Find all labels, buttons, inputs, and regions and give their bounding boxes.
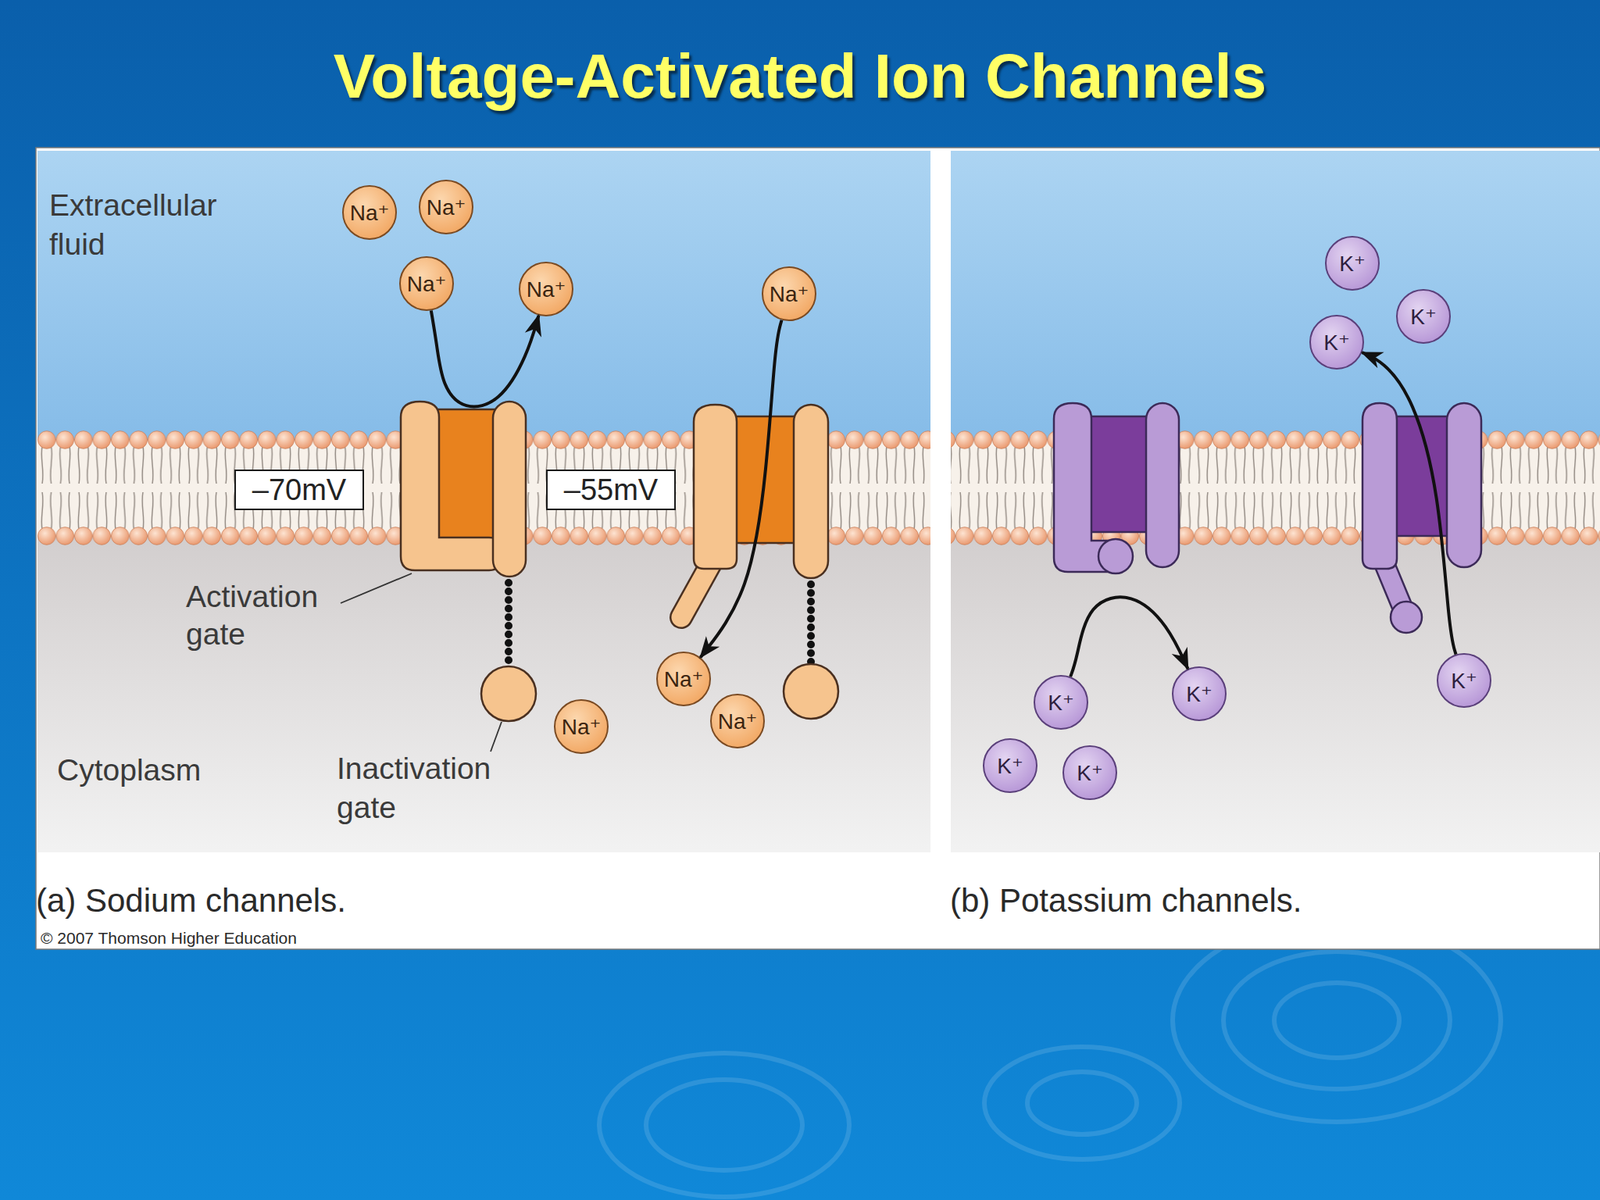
panel-caption: (b) Potassium channels. [950,881,1303,921]
ion-label: Na⁺ [769,281,810,308]
sodium-ion: Na⁺ [342,185,397,240]
potassium-channel-closed [1053,403,1179,574]
ion-label: Na⁺ [350,200,390,226]
region-label: Extracellular fluid [49,185,261,265]
potassium-ion: K⁺ [1396,289,1451,344]
ripple [646,1079,803,1171]
extracellular-region [37,150,931,440]
ion-flow-arrow [700,320,783,658]
inactivation-ball [783,664,839,719]
sodium-ion: Na⁺ [761,266,817,322]
gate-knob [1098,539,1133,574]
sodium-channel-closed [400,401,526,577]
channel-subunit [1446,403,1482,568]
gate-chain [504,582,513,665]
cytoplasm-region [950,535,1600,853]
ion-label: Na⁺ [407,271,447,297]
ion-label: Na⁺ [717,708,758,735]
part-label: Activation gate [185,578,354,654]
ion-label: Na⁺ [561,714,602,740]
gate-chain [807,584,815,663]
voltage-label: –70mV [252,473,347,508]
ion-flow-arrow [1361,352,1456,654]
cytoplasm-region [37,535,931,853]
leader-line [340,573,412,604]
voltage-label: –55mV [564,473,658,508]
ion-label: Na⁺ [526,276,567,303]
ripple [1274,982,1400,1058]
extracellular-region [950,150,1600,440]
ion-label: K⁺ [1185,681,1212,708]
inactivation-ball [481,666,536,722]
ripple [1223,951,1450,1090]
sodium-ion: Na⁺ [518,261,574,317]
ion-label: K⁺ [1450,667,1477,694]
ion-flow-arrow [1070,596,1188,677]
sodium-ion: Na⁺ [399,256,454,311]
channel-subunit [693,404,737,569]
potassium-ion: K⁺ [1062,745,1118,800]
region-label: Cytoplasm [57,751,201,790]
channel-subunit [1146,403,1179,568]
part-label: Inactivation gate [336,749,525,828]
water-ripples [599,918,1501,1197]
leader-line [490,721,502,752]
sodium-channel-open [693,404,829,579]
channel-pore [434,409,497,549]
edge-group [431,310,1457,678]
sodium-ion: Na⁺ [710,693,765,749]
potassium-ion: K⁺ [1033,675,1089,730]
potassium-ion: K⁺ [1325,235,1380,291]
potassium-ion: K⁺ [1436,653,1492,708]
channel-pore [1082,416,1152,533]
slide-title: Voltage-Activated Ion Channels [0,40,1600,113]
voltage-box: –70mV [234,469,365,511]
gate-knob [1390,601,1422,633]
sodium-ion: Na⁺ [553,699,609,754]
sodium-ion: Na⁺ [418,179,474,235]
channel-subunit [492,401,526,577]
panel-caption: (a) Sodium channels. [35,881,347,921]
voltage-box: –55mV [546,469,676,511]
channel-pore [1391,416,1451,536]
lipid-bilayer [950,428,1600,547]
ripple [599,1053,850,1197]
sodium-ion: Na⁺ [656,651,711,707]
potassium-ion: K⁺ [1171,666,1227,722]
potassium-ion: K⁺ [982,738,1038,793]
ripple [984,1046,1180,1160]
channel-subunit [793,404,829,579]
ion-label: Na⁺ [664,666,704,693]
potassium-ion: K⁺ [1309,314,1365,370]
figure-frame [35,147,1600,950]
ion-label: K⁺ [1323,329,1350,356]
ripple [1027,1071,1137,1135]
ion-label: K⁺ [996,753,1023,779]
channel-pore [732,416,798,543]
ion-label: K⁺ [1410,303,1436,330]
ion-label: K⁺ [1047,689,1074,716]
ion-label: K⁺ [1339,250,1365,277]
ion-label: K⁺ [1076,760,1103,786]
ion-label: Na⁺ [426,194,467,221]
copyright-note: © 2007 Thomson Higher Education [40,928,297,949]
activation-gate [400,401,506,571]
potassium-channel-open [1362,403,1482,569]
channel-subunit [1362,403,1397,569]
ion-flow-arrow [431,310,540,408]
